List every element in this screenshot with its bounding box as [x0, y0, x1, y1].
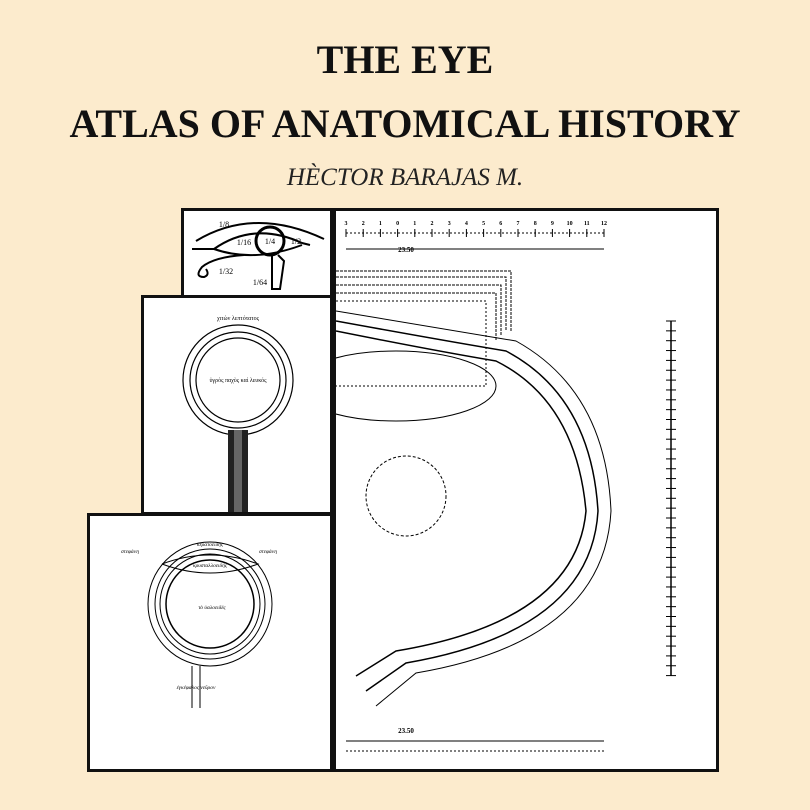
scale-tick-label: 8: [534, 221, 537, 227]
scale-tick-label: 9: [551, 221, 554, 227]
dimension-bottom: 23.50: [398, 727, 414, 735]
dimension-top: 23.50: [398, 246, 414, 254]
label-lens: κρυσταλλοειδής: [193, 563, 228, 569]
fraction-one-sixty-fourth: 1/64: [253, 278, 267, 287]
greek-eye-illustration: κερατοειδής κρυσταλλοειδής τὸ ὑαλοειδές …: [87, 513, 333, 772]
galen-label-top: χιτὼν λεπτότατος: [217, 316, 260, 322]
scale-tick-label: 2: [431, 221, 434, 227]
scale-tick-label: 1: [413, 221, 416, 227]
fraction-one-quarter: 1/4: [265, 237, 275, 246]
label-corona-right: στεφάνη: [259, 549, 277, 555]
scale-tick-label: 6: [499, 221, 502, 227]
fraction-one-half: 1/2: [291, 237, 301, 246]
scale-tick-label: 7: [517, 221, 520, 227]
author: HÈCTOR BARAJAS M.: [286, 164, 524, 191]
fraction-one-eighth: 1/8: [219, 220, 229, 229]
scale-tick-label: 2: [362, 221, 365, 227]
label-vitreous: τὸ ὑαλοειδές: [198, 605, 226, 611]
label-cornea: κερατοειδής: [197, 542, 224, 548]
title-line-2: ATLAS OF ANATOMICAL HISTORY: [69, 101, 741, 146]
scale-tick-label: 0: [396, 221, 399, 227]
horus-eye-illustration: 1/8 1/16 1/4 1/2 1/32 1/64: [181, 208, 333, 298]
label-corona-left: στεφάνη: [121, 549, 139, 555]
scale-tick-label: 11: [584, 221, 590, 227]
scale-tick-label: 3: [345, 221, 348, 227]
scale-tick-label: 10: [567, 221, 573, 227]
scale-tick-label: 12: [601, 221, 607, 227]
label-nerve: ἐγκέφαλος νεῦρον: [177, 685, 216, 691]
fraction-one-thirty-second: 1/32: [219, 267, 233, 276]
fraction-one-sixteenth: 1/16: [237, 238, 251, 247]
scale-tick-label: 5: [482, 221, 485, 227]
ring-eye-illustration: χιτὼν λεπτότατος ὑγρὸς παχὺς καὶ λευκός: [141, 295, 333, 515]
galen-label-center: ὑγρὸς παχὺς καὶ λευκός: [209, 378, 267, 384]
title-line-1: THE EYE: [316, 37, 494, 82]
scale-tick-label: 1: [379, 221, 382, 227]
scale-tick-label: 4: [465, 221, 468, 227]
scale-tick-label: 3: [448, 221, 451, 227]
